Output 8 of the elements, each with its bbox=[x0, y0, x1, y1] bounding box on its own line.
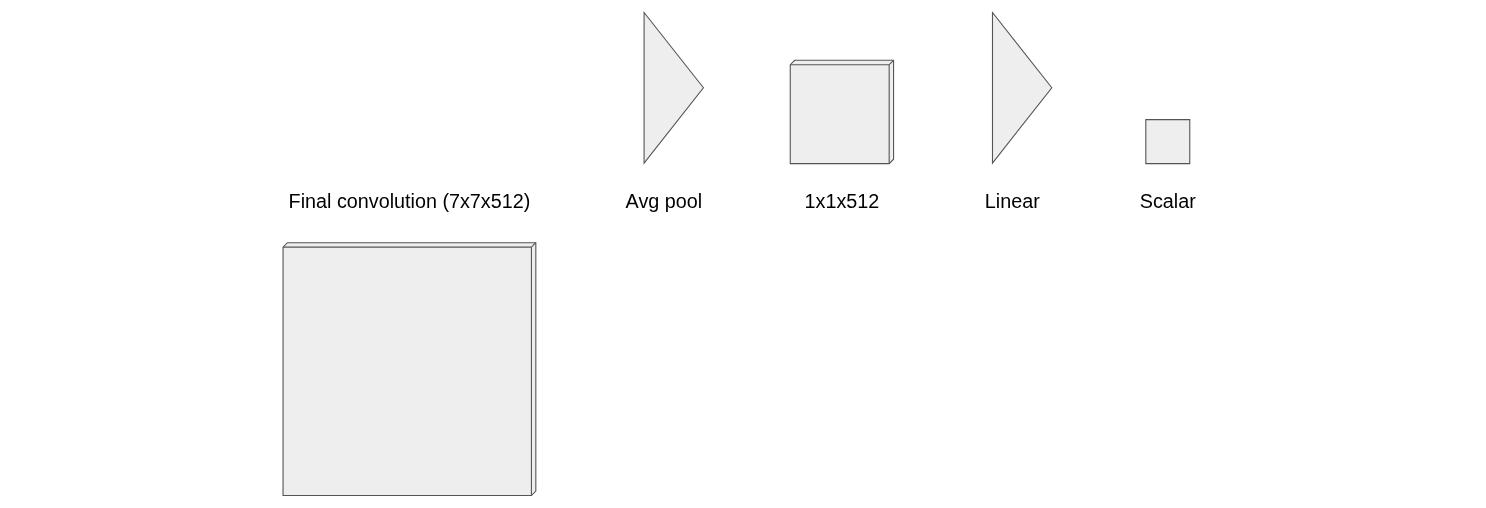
node-label: Final convolution (7x7x512) bbox=[288, 190, 531, 212]
node-label: Scalar bbox=[1139, 190, 1196, 212]
node-label: 1x1x512 bbox=[804, 190, 880, 212]
node-triangle bbox=[643, 10, 705, 165]
node-box bbox=[1145, 119, 1191, 165]
node-label: Avg pool bbox=[625, 190, 703, 212]
node-label: Linear bbox=[984, 190, 1040, 212]
node-triangle bbox=[991, 10, 1053, 165]
